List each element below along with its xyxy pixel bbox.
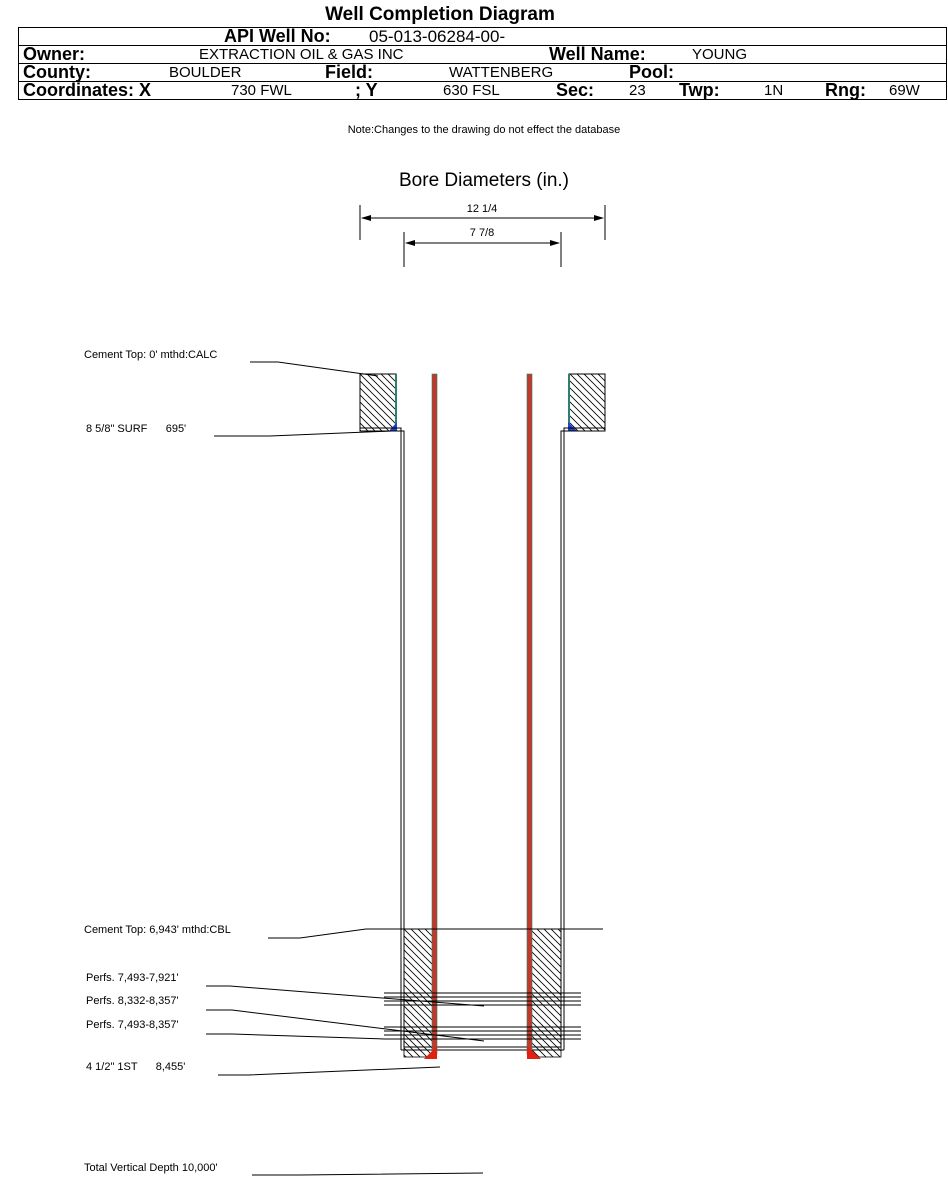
production-casing-right [526,373,533,1055]
coord-y-label: ; Y [355,80,378,100]
cement-top-production-label: Cement Top: 6,943' mthd:CBL [84,924,231,936]
surface-cement-left [359,373,397,432]
production-cement-right [530,928,562,1048]
coord-x-label: Coordinates: X [23,80,152,100]
bore-dimension-outer [359,205,606,240]
owner-label: Owner: [23,44,86,64]
well-name-value: YOUNG [692,46,748,63]
production-casing-label: 4 1/2" 1ST 8,455' [86,1061,185,1073]
pool-label: Pool: [629,62,674,82]
bore-inner-label: 7 7/8 [470,227,494,239]
coord-x-value: 730 FWL [231,82,292,99]
perfs-3-label: Perfs. 7,493-8,357' [86,1019,179,1031]
cement-top-surface-label: Cement Top: 0' mthd:CALC [84,349,217,361]
total-depth-label: Total Vertical Depth 10,000' [84,1162,218,1174]
perforation-marks [384,992,581,1040]
rng-value: 69W [889,82,920,99]
bore-dimension-inner [403,232,562,267]
twp-value: 1N [764,82,784,99]
surface-shoe-right [568,422,577,431]
field-label: Field: [325,62,373,82]
production-cement-left [403,928,434,1048]
rng-label: Rng: [825,80,866,100]
bore-outer-label: 12 1/4 [467,203,498,215]
county-label: County: [23,62,91,82]
database-note: Note:Changes to the drawing do not effec… [347,124,621,136]
perfs-2-label: Perfs. 8,332-8,357' [86,995,179,1007]
production-shoe-left [424,1046,437,1059]
bore-heading: Bore Diameters (in.) [399,170,569,191]
production-hole-wall [360,427,605,1051]
sec-value: 23 [629,82,646,99]
twp-label: Twp: [679,80,720,100]
surface-shoe-left [389,422,397,431]
county-value: BOULDER [169,64,242,81]
api-well-label: API Well No: [224,26,331,46]
sec-label: Sec: [556,80,595,100]
production-shoe-right [527,1046,541,1059]
well-header-table: API Well No: 05-013-06284-00- Owner: EXT… [18,27,947,100]
perfs-1-label: Perfs. 7,493-7,921' [86,972,179,984]
coord-y-value: 630 FSL [443,82,500,99]
field-value: WATTENBERG [449,64,554,81]
surface-cement-right [568,373,606,432]
leader-lines [206,361,603,1176]
owner-value: EXTRACTION OIL & GAS INC [199,46,404,63]
surface-casing-label: 8 5/8" SURF 695' [86,423,186,435]
api-well-value: 05-013-06284-00- [369,27,506,46]
diagram-title: Well Completion Diagram [325,4,555,25]
production-casing-left [431,373,438,1055]
well-name-label: Well Name: [549,44,646,64]
